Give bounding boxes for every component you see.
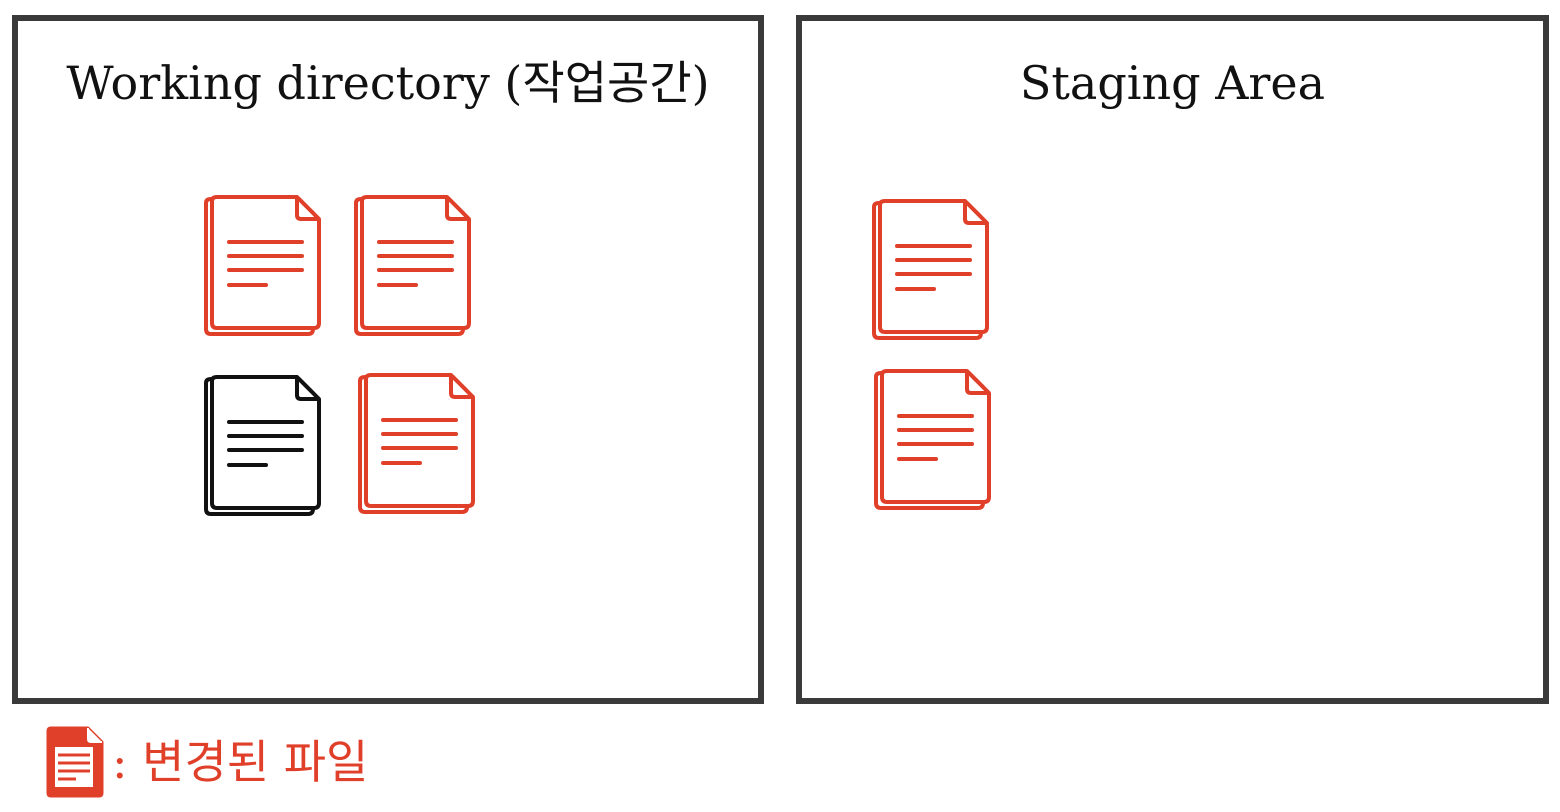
staging-area-title: Staging Area <box>1019 56 1326 110</box>
changed-file-icon <box>202 193 322 338</box>
legend: : 변경된 파일 <box>42 724 368 800</box>
legend-label: : 변경된 파일 <box>112 735 369 789</box>
working-directory-panel: Working directory (작업공간) <box>12 15 764 704</box>
staging-area-panel: Staging Area <box>796 15 1549 704</box>
changed-file-icon <box>356 371 476 516</box>
working-directory-title: Working directory (작업공간) <box>66 56 710 110</box>
unchanged-file-icon <box>202 373 322 518</box>
changed-file-icon <box>870 197 990 342</box>
changed-file-legend-icon <box>46 726 104 798</box>
changed-file-icon <box>872 367 992 512</box>
changed-file-icon <box>352 193 472 338</box>
